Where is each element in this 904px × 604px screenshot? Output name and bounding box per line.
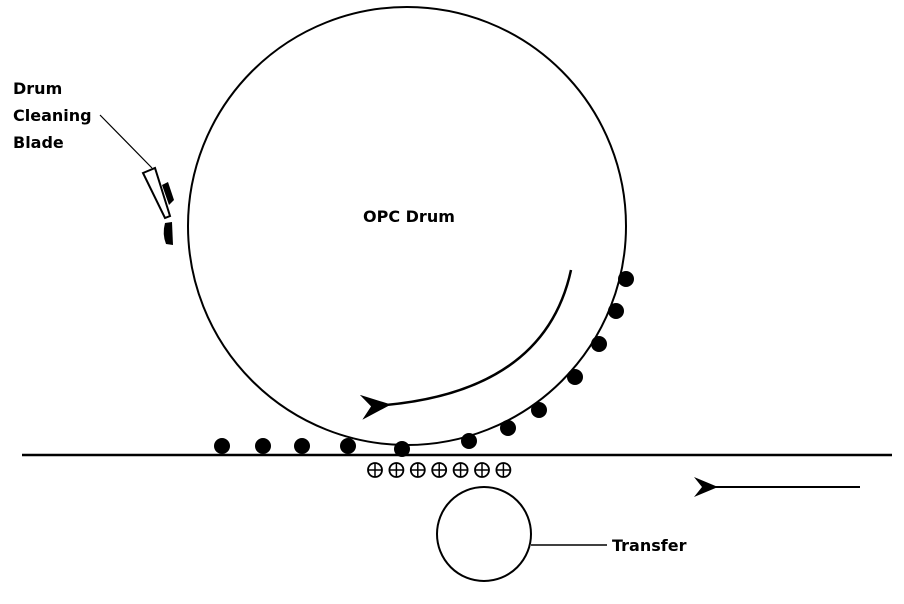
toner-particle <box>618 271 634 287</box>
drum-rotation-arrow <box>359 269 573 420</box>
blade-label: Drum Cleaning Blade <box>13 75 92 156</box>
toner-particles <box>214 271 634 457</box>
blade-leader-line <box>99 114 153 169</box>
plus-charge-icon <box>409 462 426 478</box>
toner-particle <box>591 336 607 352</box>
positive-charges <box>367 462 512 478</box>
plus-charge-icon <box>474 462 490 478</box>
plus-charge-icon <box>367 462 383 478</box>
toner-particle <box>214 438 230 454</box>
drum-label: OPC Drum <box>363 207 455 226</box>
transfer-label: Transfer <box>612 536 687 555</box>
toner-particle <box>567 369 583 385</box>
blade-label-line: Drum <box>13 79 63 98</box>
toner-particle <box>394 441 410 457</box>
toner-particle <box>340 438 356 454</box>
blade-label-line: Blade <box>13 133 64 152</box>
plus-charge-icon <box>495 462 512 478</box>
blade-label-line: Cleaning <box>13 106 92 125</box>
transfer-roller <box>436 486 532 582</box>
toner-particle <box>500 420 516 436</box>
plus-charge-icon <box>388 462 405 478</box>
plus-charge-icon <box>431 462 448 478</box>
plus-charge-icon <box>452 462 469 478</box>
toner-particle <box>255 438 271 454</box>
drum-cleaning-blade <box>141 166 174 245</box>
toner-particle <box>531 402 547 418</box>
toner-particle <box>461 433 477 449</box>
toner-particle <box>294 438 310 454</box>
toner-particle <box>608 303 624 319</box>
